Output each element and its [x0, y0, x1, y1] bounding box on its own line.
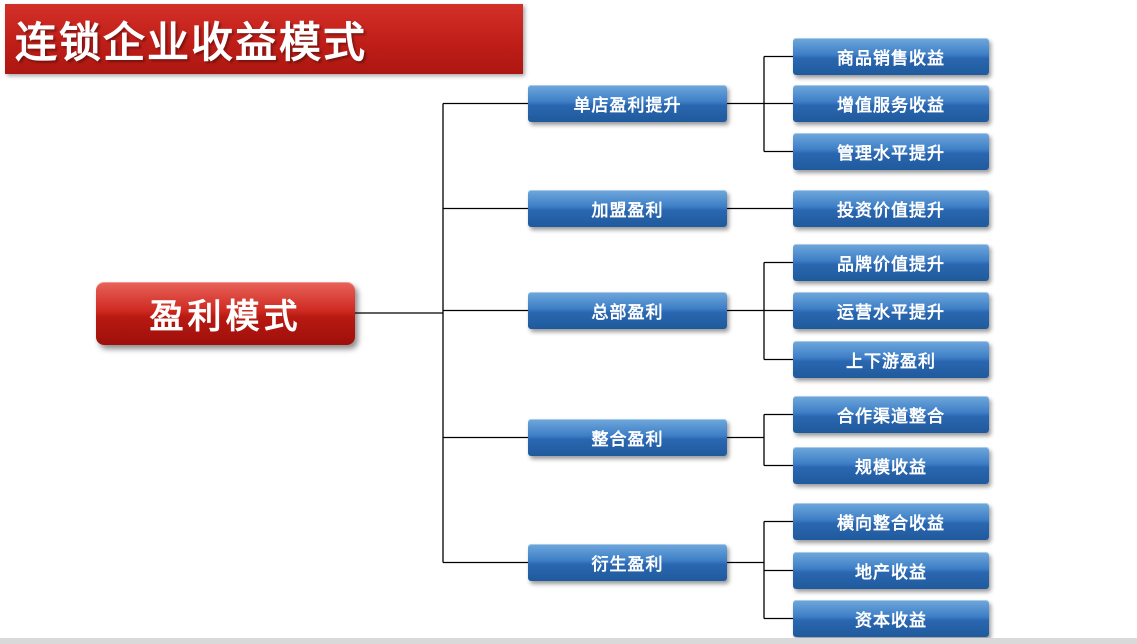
branch-node-3: 总部盈利 — [528, 292, 727, 329]
leaf-node-5-1: 横向整合收益 — [793, 503, 989, 540]
branch-node-4: 整合盈利 — [528, 419, 727, 456]
slide-bottom-edge — [0, 638, 1137, 644]
leaf-node-4-1: 合作渠道整合 — [793, 396, 989, 433]
branch-node-2: 加盟盈利 — [528, 190, 727, 227]
leaf-node-3-1: 品牌价值提升 — [793, 244, 989, 281]
leaf-node-3-3: 上下游盈利 — [793, 341, 989, 378]
branch-node-5: 衍生盈利 — [528, 544, 727, 581]
root-node: 盈利模式 — [96, 282, 355, 345]
leaf-node-1-3: 管理水平提升 — [793, 133, 989, 170]
leaf-node-3-2: 运营水平提升 — [793, 292, 989, 329]
leaf-node-5-2: 地产收益 — [793, 552, 989, 589]
leaf-node-5-3: 资本收益 — [793, 600, 989, 637]
leaf-node-1-2: 增值服务收益 — [793, 85, 989, 122]
branch-node-1: 单店盈利提升 — [528, 85, 727, 122]
leaf-node-4-2: 规模收益 — [793, 447, 989, 484]
leaf-node-1-1: 商品销售收益 — [793, 38, 989, 75]
title-banner: 连锁企业收益模式 — [5, 4, 523, 74]
page-title: 连锁企业收益模式 — [15, 18, 368, 66]
leaf-node-2-1: 投资价值提升 — [793, 190, 989, 227]
